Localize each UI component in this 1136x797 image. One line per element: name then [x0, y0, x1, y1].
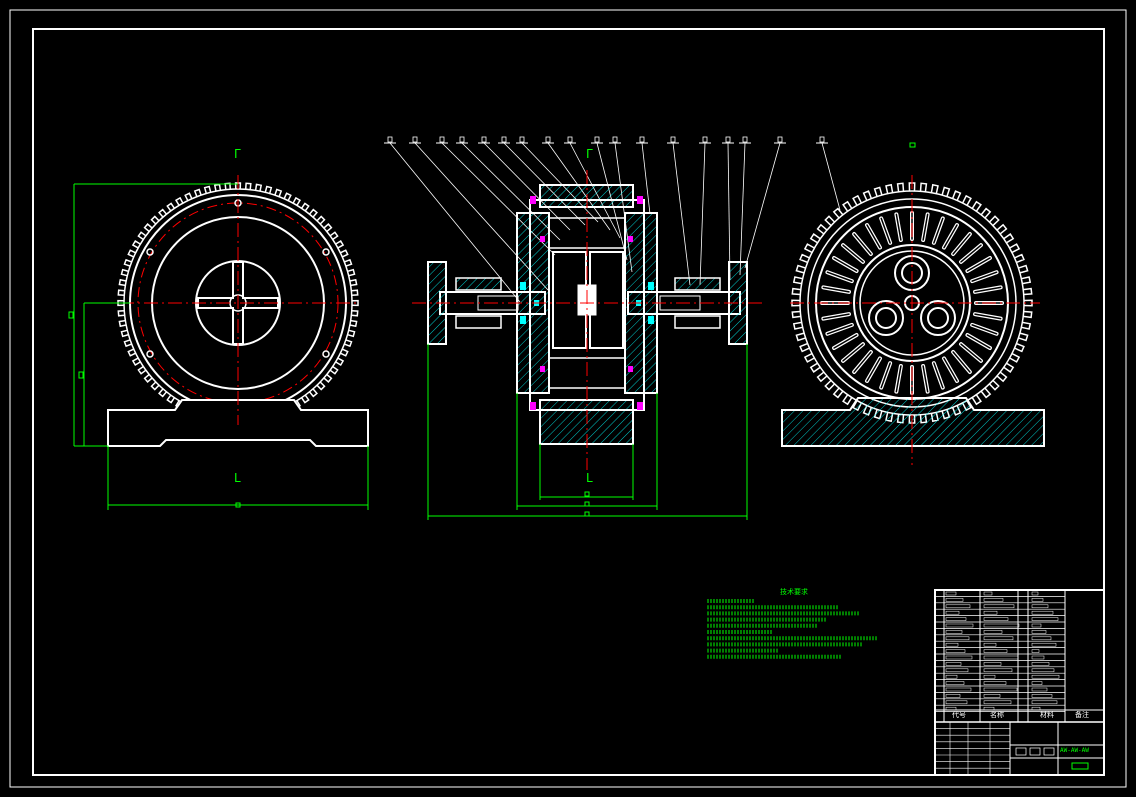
part-callouts [384, 136, 841, 303]
parts-list-rows [935, 590, 1104, 775]
col-material-header: 材料 [1040, 710, 1054, 719]
left-section-mark-bottom: ᒪ [234, 471, 241, 485]
outer-frame [9, 9, 1127, 788]
center-section-view: ᒥ ᒪ [384, 136, 841, 520]
col-code-header: 代号 [952, 710, 966, 719]
title-block: 代号 名称 材料 备注 AW-AW-AW [934, 589, 1105, 776]
inner-frame [32, 28, 1105, 776]
tech-title: 技术要求 [780, 587, 808, 596]
left-end-view: ᒥ ᒪ [68, 147, 369, 510]
drawing-number: AW-AW-AW [1060, 747, 1089, 754]
tech-note-lines [707, 599, 877, 659]
col-name-header: 名称 [990, 710, 1004, 719]
left-section-mark-top: ᒥ [234, 147, 241, 161]
stator-slots [807, 198, 1017, 408]
col-remark-header: 备注 [1075, 710, 1089, 719]
center-section-mark-top: ᒥ [586, 147, 593, 161]
technical-requirements: 技术要求 [707, 587, 877, 659]
right-end-view [781, 142, 1045, 465]
center-section-mark-bottom: ᒪ [586, 471, 593, 485]
